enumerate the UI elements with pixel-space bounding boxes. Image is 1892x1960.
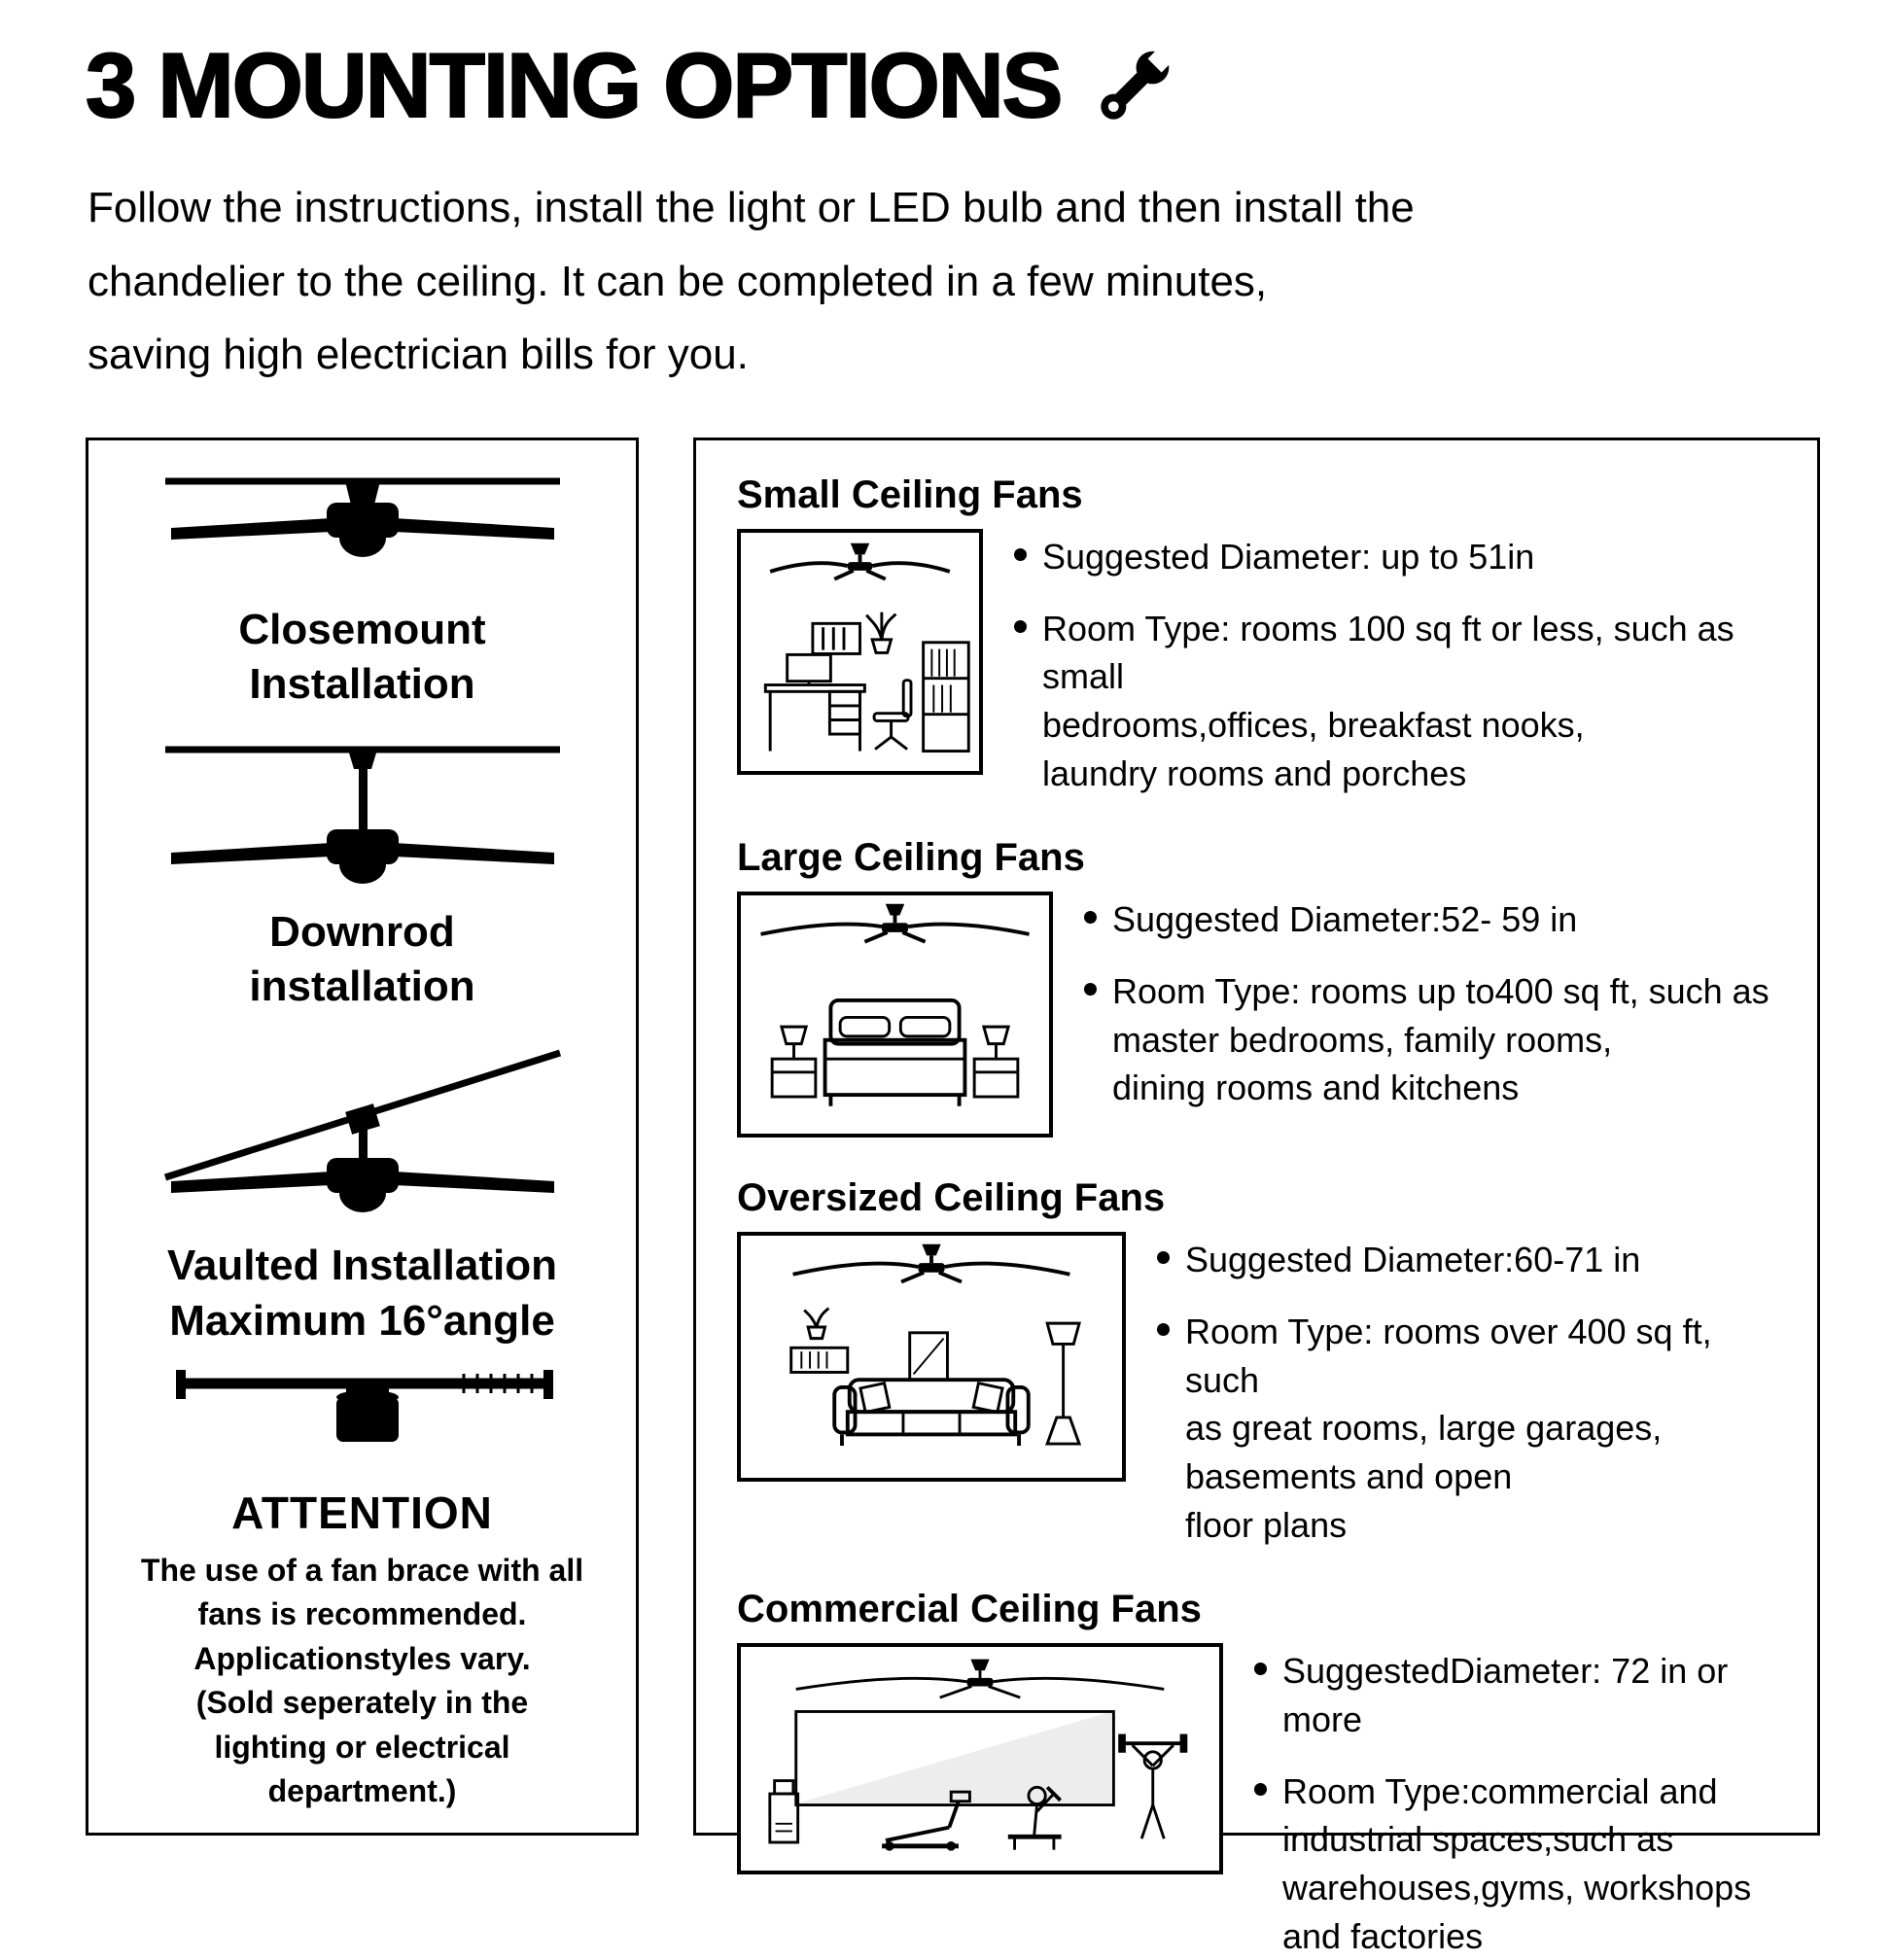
bullet-dot-icon	[1254, 1782, 1267, 1796]
section-commercial-ceiling-fans: Commercial Ceiling Fans	[737, 1588, 1792, 1960]
attention-title: ATTENTION	[231, 1487, 493, 1538]
wrench-icon	[1101, 46, 1174, 120]
vaulted-fan-illustration	[163, 1049, 561, 1213]
section-heading: Large Ceiling Fans	[737, 836, 1085, 880]
bullet-room-type: Room Type: rooms 100 sq ft or less, such…	[1014, 605, 1792, 798]
section-small-ceiling-fans: Small Ceiling Fans	[737, 473, 1792, 797]
large-fan-room-illustration	[737, 892, 1053, 1138]
section-heading: Commercial Ceiling Fans	[737, 1588, 1202, 1631]
downrod-fan-illustration	[164, 746, 560, 884]
bullet-room-type: Room Type:commercial and industrial spac…	[1254, 1768, 1792, 1960]
mounting-options-panel: Closemount Installation Downrod installa…	[86, 438, 639, 1836]
fan-size-guide-panel: Small Ceiling Fans	[693, 438, 1820, 1956]
attention-text: The use of a fan brace with all fans is …	[140, 1552, 584, 1809]
intro-text: Follow the instructions, install the lig…	[88, 184, 1415, 379]
section-large-ceiling-fans: Large Ceiling Fans	[737, 836, 1792, 1138]
vaulted-label: Vaulted Installation Maximum 16°angle	[167, 1242, 557, 1345]
fan-brace-illustration	[175, 1369, 553, 1442]
living-room-scene-icon	[789, 1244, 1082, 1447]
bullet-room-type: Room Type: rooms up to400 sq ft, such as…	[1084, 967, 1769, 1112]
bullet-dot-icon	[1014, 548, 1027, 561]
section-heading: Oversized Ceiling Fans	[737, 1176, 1166, 1220]
bullet-suggested-diameter: Suggested Diameter:52- 59 in	[1084, 895, 1769, 944]
bedroom-scene-icon	[760, 904, 1030, 1107]
bullet-dot-icon	[1254, 1662, 1267, 1676]
section-heading: Small Ceiling Fans	[737, 473, 1083, 516]
bullet-room-type: Room Type: rooms over 400 sq ft, such as…	[1157, 1308, 1792, 1549]
bullet-dot-icon	[1157, 1251, 1170, 1265]
page-header: 3 MOUNTING OPTIONS	[85, 33, 1179, 138]
commercial-fan-bullets: SuggestedDiameter: 72 in or more Room Ty…	[1254, 1643, 1792, 1960]
bullet-suggested-diameter: Suggested Diameter:60-71 in	[1157, 1236, 1792, 1284]
mounting-options-infographic: { "header": { "title": "3 MOUNTING OPTIO…	[84, 33, 1820, 1956]
closemount-label: Closemount Installation	[238, 606, 486, 709]
bullet-dot-icon	[1084, 983, 1097, 997]
oversized-fan-bullets: Suggested Diameter:60-71 in Room Type: r…	[1157, 1232, 1792, 1549]
section-oversized-ceiling-fans: Oversized Ceiling Fans	[737, 1176, 1792, 1549]
office-scene-icon	[763, 542, 970, 753]
downrod-label: Downrod installation	[249, 907, 475, 1010]
small-fan-bullets: Suggested Diameter: up to 51in Room Type…	[1014, 529, 1792, 797]
closemount-fan-illustration	[164, 477, 560, 557]
bullet-dot-icon	[1157, 1323, 1170, 1337]
large-fan-bullets: Suggested Diameter:52- 59 in Room Type: …	[1084, 892, 1769, 1138]
bullet-dot-icon	[1084, 911, 1097, 925]
oversized-fan-room-illustration	[737, 1232, 1126, 1483]
bullet-suggested-diameter: Suggested Diameter: up to 51in	[1014, 533, 1792, 581]
small-fan-room-illustration	[737, 529, 983, 775]
commercial-fan-room-illustration	[737, 1643, 1223, 1875]
bullet-dot-icon	[1014, 619, 1027, 633]
page-title: 3 MOUNTING OPTIONS	[85, 33, 1064, 137]
bullet-suggested-diameter: SuggestedDiameter: 72 in or more	[1254, 1647, 1792, 1743]
gym-scene-icon	[768, 1660, 1188, 1852]
